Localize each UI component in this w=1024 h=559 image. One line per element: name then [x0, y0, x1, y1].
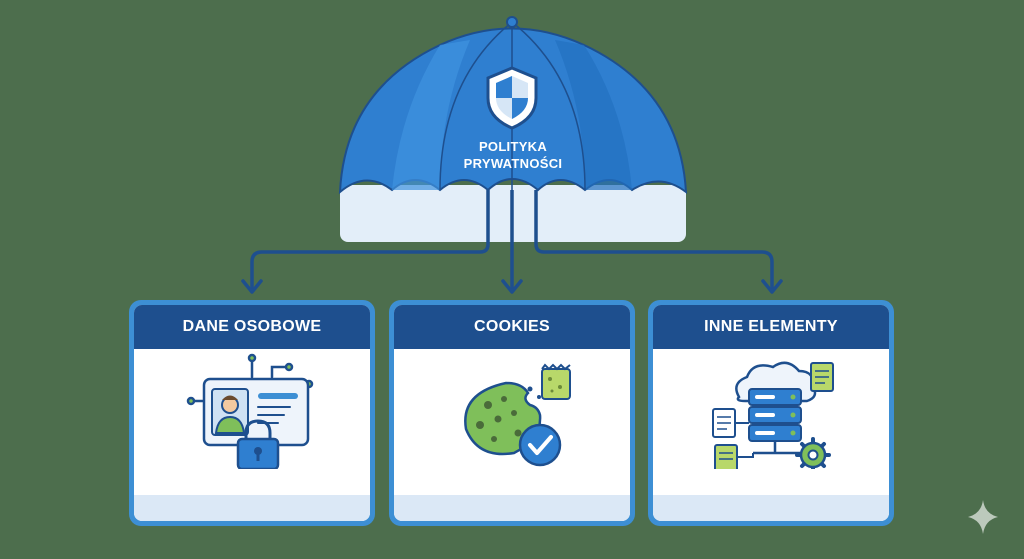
arrow-center [501, 279, 523, 294]
sparkle-icon [968, 500, 998, 534]
card-title: INNE ELEMENTY [653, 305, 889, 349]
card-personal-data: DANE OSOBOWE [129, 300, 375, 526]
gear-icon [795, 437, 831, 469]
card-cookies: COOKIES [389, 300, 635, 526]
connector-lines [250, 190, 774, 290]
shield-icon [486, 66, 538, 130]
umbrella-title-line2: PRYWATNOŚCI [463, 156, 563, 171]
cookie-check-icon [464, 363, 571, 467]
umbrella-title: POLITYKA PRYWATNOŚCI [413, 138, 613, 172]
card-title: DANE OSOBOWE [134, 305, 370, 349]
umbrella-title-line1: POLITYKA [478, 139, 548, 154]
card-title: COOKIES [394, 305, 630, 349]
server-cloud-icon [712, 361, 834, 469]
id-card-lock-icon [186, 353, 314, 469]
arrow-left [241, 279, 263, 294]
card-other-elements: INNE ELEMENTY [648, 300, 894, 526]
server-stack [748, 388, 802, 442]
arrow-right [761, 279, 783, 294]
connector-arrows [241, 279, 783, 294]
